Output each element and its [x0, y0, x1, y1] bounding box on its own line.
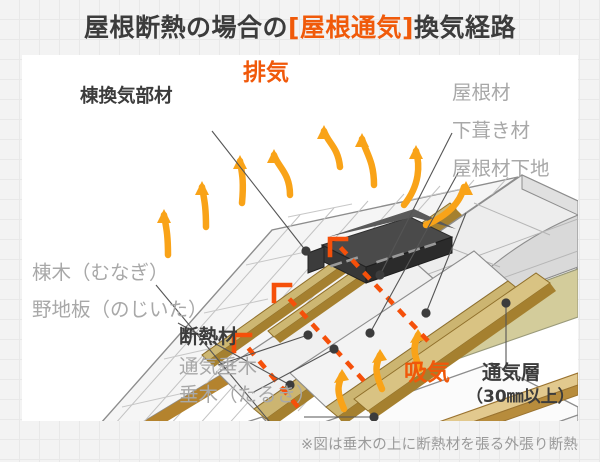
page-header: 屋根断熱の場合の[屋根通気]換気経路: [0, 0, 600, 55]
label-air-layer-spec: （30㎜以上）: [466, 387, 575, 407]
label-ridge-beam: 棟木（むなぎ）: [32, 261, 169, 284]
leader-dots: [285, 246, 511, 421]
title-highlight: 屋根通気: [299, 13, 402, 42]
page-title: 屋根断熱の場合の[屋根通気]換気経路: [84, 15, 516, 40]
label-vent-rafter: 通気垂木: [179, 355, 258, 378]
title-bracket-open: [: [288, 13, 300, 42]
label-rafter: 垂木（たるき）: [179, 383, 316, 406]
leader-lines: [155, 130, 507, 421]
airflow-arrowheads-dashed: [231, 236, 349, 354]
footer-note: ※図は垂木の上に断熱材を張る外張り断熱: [301, 436, 578, 453]
label-roof-substrate: 屋根材下地: [452, 157, 550, 180]
label-roof-sheathing: 野地板（のじいた）: [32, 298, 208, 321]
title-bracket-close: ]: [402, 13, 414, 42]
title-part-1: 屋根断熱の場合の: [84, 13, 289, 42]
label-insulation: 断熱材: [179, 325, 238, 348]
roof-diagram: [101, 125, 578, 421]
vent-rafters: [201, 202, 556, 421]
label-ridge-vent: 棟換気部材: [80, 86, 173, 107]
left-eave-board: [247, 416, 267, 421]
label-roofing-material: 屋根材: [452, 81, 511, 104]
label-air-layer: 通気層: [482, 361, 541, 384]
label-exhaust: 排気: [243, 60, 289, 86]
title-part-2: 換気経路: [413, 13, 516, 42]
airflow-arrowheads-solid: [157, 125, 473, 383]
label-underlayment: 下葺き材: [452, 119, 531, 142]
footer-note-row: ※図は垂木の上に断熱材を張る外張り断熱: [0, 424, 600, 462]
label-intake: 吸気: [404, 360, 450, 386]
